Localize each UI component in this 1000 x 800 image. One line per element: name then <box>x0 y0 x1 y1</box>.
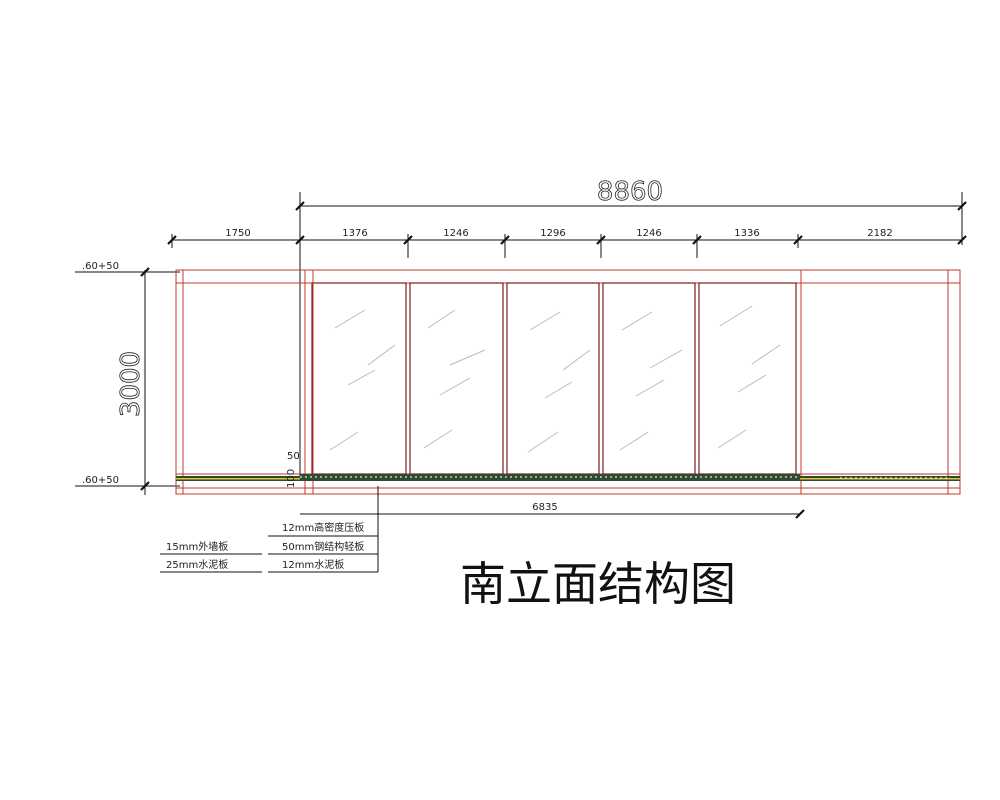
segment-label-7: 2182 <box>867 228 892 239</box>
glass-panel-5 <box>698 282 797 475</box>
drawing-title: 南立面结构图 <box>460 557 736 611</box>
note-right-1: 12mm高密度压板 <box>282 521 364 534</box>
bottom-dimension: 6835 <box>300 502 805 519</box>
height-dimension: 3000 .60+50 .60+50 <box>75 261 180 495</box>
segment-dimension-chain: 1750 1376 1246 1296 1246 1336 2182 <box>167 228 967 258</box>
overall-dimension: 8860 <box>295 177 967 480</box>
material-notes: 12mm高密度压板 50mm钢结构轻板 12mm水泥板 15mm外墙板 25mm… <box>160 486 379 573</box>
level-top-label: .60+50 <box>82 261 119 272</box>
segment-label-2: 1376 <box>342 228 367 239</box>
overall-dimension-label: 8860 <box>597 177 663 207</box>
glass-panel-3 <box>506 282 600 475</box>
bottom-dimension-label: 6835 <box>532 502 557 513</box>
glass-panel-2 <box>409 282 504 475</box>
glass-panel-4 <box>602 282 696 475</box>
note-right-2: 50mm钢结构轻板 <box>282 540 364 553</box>
height-dimension-label: 3000 <box>116 351 146 417</box>
note-right-3: 12mm水泥板 <box>282 558 344 571</box>
segment-label-3: 1246 <box>443 228 468 239</box>
small-dim-100: 100 <box>286 469 297 488</box>
segment-label-1: 1750 <box>225 228 250 239</box>
small-dim-50: 50 <box>287 451 300 462</box>
glass-reflection-marks <box>329 305 781 453</box>
level-bottom-label: .60+50 <box>82 475 119 486</box>
segment-label-4: 1296 <box>540 228 565 239</box>
segment-label-5: 1246 <box>636 228 661 239</box>
glass-panels <box>304 270 797 494</box>
note-left-1: 15mm外墙板 <box>166 540 228 553</box>
note-left-2: 25mm水泥板 <box>166 558 228 571</box>
segment-label-6: 1336 <box>734 228 759 239</box>
base-strip: 50 100 <box>176 451 960 488</box>
